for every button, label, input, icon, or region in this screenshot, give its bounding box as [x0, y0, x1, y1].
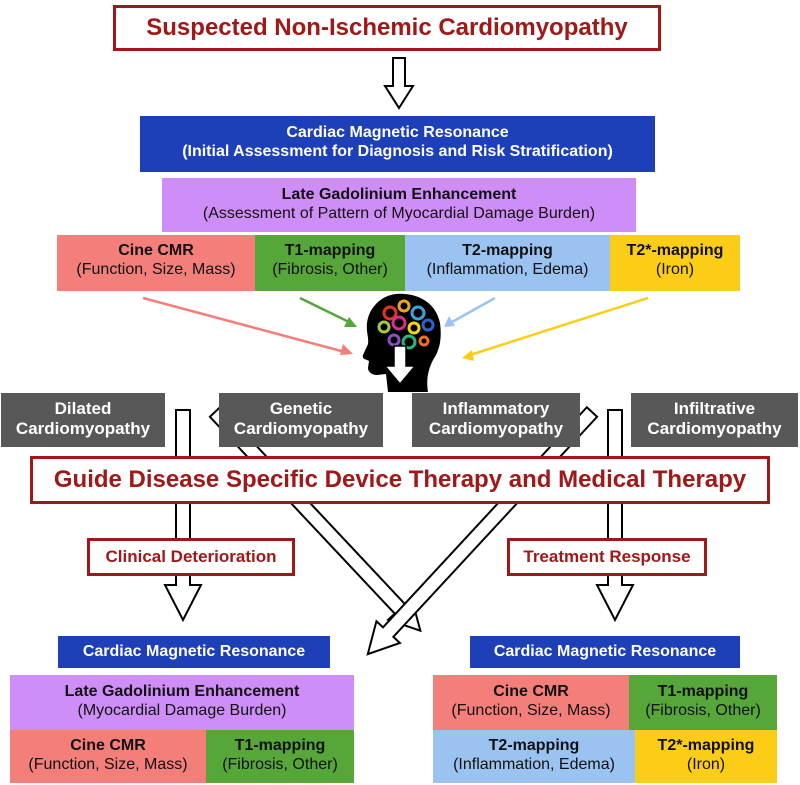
treatment-response-box: Treatment Response [507, 538, 707, 576]
category-genetic: Genetic Cardiomyopathy [219, 393, 383, 447]
category-infiltrative-line2: Cardiomyopathy [647, 419, 782, 439]
right-t1-title: T1-mapping [657, 683, 749, 700]
category-inflammatory-line2: Cardiomyopathy [428, 419, 564, 439]
lge-initial-box: Late Gadolinium Enhancement (Assessment … [162, 178, 636, 232]
category-inflammatory: Inflammatory Cardiomyopathy [412, 393, 580, 447]
technique-t2star: T2*-mapping (Iron) [610, 235, 740, 291]
left-cine-sub: (Function, Size, Mass) [28, 756, 188, 774]
right-cmr-text: Cardiac Magnetic Resonance [493, 643, 717, 660]
arrow-t2s-head [469, 296, 649, 357]
technique-t2-title: T2-mapping [462, 242, 553, 259]
technique-t1-title: T1-mapping [284, 242, 376, 259]
lge-initial-title: Late Gadolinium Enhancement [281, 186, 517, 203]
technique-t2: T2-mapping (Inflammation, Edema) [405, 235, 610, 291]
clinical-deterioration-box: Clinical Deterioration [87, 538, 295, 576]
clinical-deterioration-text: Clinical Deterioration [105, 547, 277, 566]
right-cmr-box: Cardiac Magnetic Resonance [470, 636, 740, 668]
left-t1-box: T1-mapping (Fibrosis, Other) [206, 730, 354, 783]
technique-t2star-title: T2*-mapping [626, 242, 724, 259]
cmr-initial-box: Cardiac Magnetic Resonance (Initial Asse… [140, 116, 655, 172]
category-dilated: Dilated Cardiomyopathy [1, 393, 165, 447]
guide-therapy-box: Guide Disease Specific Device Therapy an… [30, 456, 770, 504]
right-t2star-title: T2*-mapping [657, 737, 755, 754]
left-lge-box: Late Gadolinium Enhancement (Myocardial … [10, 675, 354, 730]
technique-cine: Cine CMR (Function, Size, Mass) [57, 235, 255, 291]
technique-t1-sub: (Fibrosis, Other) [272, 261, 388, 279]
left-lge-sub: (Myocardial Damage Burden) [77, 702, 287, 720]
left-lge-title: Late Gadolinium Enhancement [64, 683, 300, 700]
right-t1-sub: (Fibrosis, Other) [645, 702, 761, 720]
category-genetic-line2: Cardiomyopathy [233, 419, 369, 439]
left-cmr-text: Cardiac Magnetic Resonance [82, 643, 306, 660]
right-t1-box: T1-mapping (Fibrosis, Other) [629, 675, 777, 730]
guide-therapy-text: Guide Disease Specific Device Therapy an… [53, 466, 747, 493]
down-arrow-right [595, 409, 635, 623]
technique-cine-sub: (Function, Size, Mass) [76, 261, 236, 279]
head-down-arrow [383, 345, 417, 386]
category-genetic-line1: Genetic [269, 399, 333, 418]
title-box: Suspected Non-Ischemic Cardiomyopathy [113, 5, 661, 51]
cmr-initial-line1: Cardiac Magnetic Resonance [286, 124, 509, 141]
right-t2-title: T2-mapping [488, 737, 580, 754]
technique-cine-title: Cine CMR [118, 242, 194, 259]
technique-t2star-sub: (Iron) [655, 261, 695, 279]
treatment-response-text: Treatment Response [523, 547, 691, 566]
technique-t2-sub: (Inflammation, Edema) [426, 261, 589, 279]
right-cine-box: Cine CMR (Function, Size, Mass) [433, 675, 629, 730]
category-inflammatory-line1: Inflammatory [442, 399, 550, 418]
left-cine-box: Cine CMR (Function, Size, Mass) [10, 730, 206, 783]
left-cine-title: Cine CMR [70, 737, 146, 754]
right-cine-title: Cine CMR [493, 683, 569, 700]
category-infiltrative-line1: Infiltrative [673, 399, 756, 418]
right-t2star-sub: (Iron) [686, 756, 726, 774]
down-arrow-left [163, 409, 203, 623]
lge-initial-sub: (Assessment of Pattern of Myocardial Dam… [202, 205, 596, 223]
category-dilated-line2: Cardiomyopathy [15, 419, 151, 439]
category-dilated-line1: Dilated [54, 399, 112, 418]
arrow-cine-head [142, 296, 346, 354]
right-t2star-box: T2*-mapping (Iron) [635, 730, 777, 783]
category-infiltrative: Infiltrative Cardiomyopathy [631, 393, 798, 447]
left-cmr-box: Cardiac Magnetic Resonance [58, 636, 330, 668]
title-text: Suspected Non-Ischemic Cardiomyopathy [146, 14, 628, 41]
right-cine-sub: (Function, Size, Mass) [451, 702, 611, 720]
right-t2-box: T2-mapping (Inflammation, Edema) [433, 730, 635, 783]
cmr-initial-line2: (Initial Assessment for Diagnosis and Ri… [182, 143, 613, 161]
arrow-t1-head [299, 296, 350, 324]
technique-t1: T1-mapping (Fibrosis, Other) [255, 235, 405, 291]
right-t2-sub: (Inflammation, Edema) [453, 756, 615, 774]
left-t1-sub: (Fibrosis, Other) [222, 756, 338, 774]
arrow-t2-head [451, 296, 496, 324]
down-arrow-title [383, 57, 415, 110]
left-t1-title: T1-mapping [234, 737, 326, 754]
